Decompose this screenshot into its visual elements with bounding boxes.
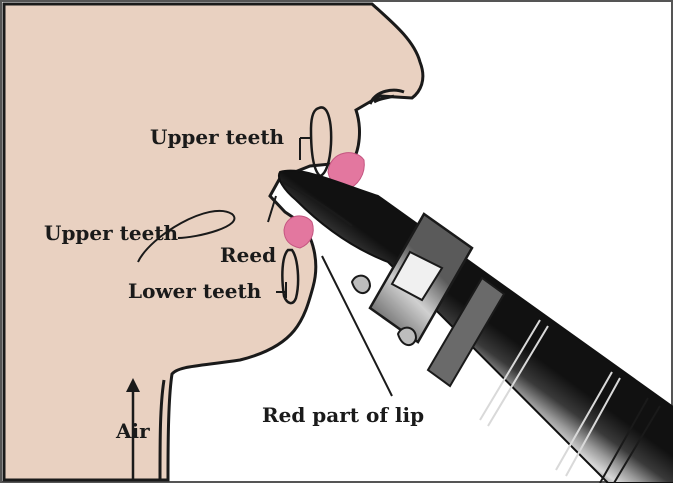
label-upper-teeth-left: Upper teeth: [44, 221, 179, 245]
label-upper-teeth-top: Upper teeth: [150, 125, 285, 149]
label-red-part-of-lip: Red part of lip: [262, 403, 424, 427]
label-reed: Reed: [220, 243, 276, 267]
label-air: Air: [115, 419, 150, 443]
label-lower-teeth: Lower teeth: [128, 279, 262, 303]
